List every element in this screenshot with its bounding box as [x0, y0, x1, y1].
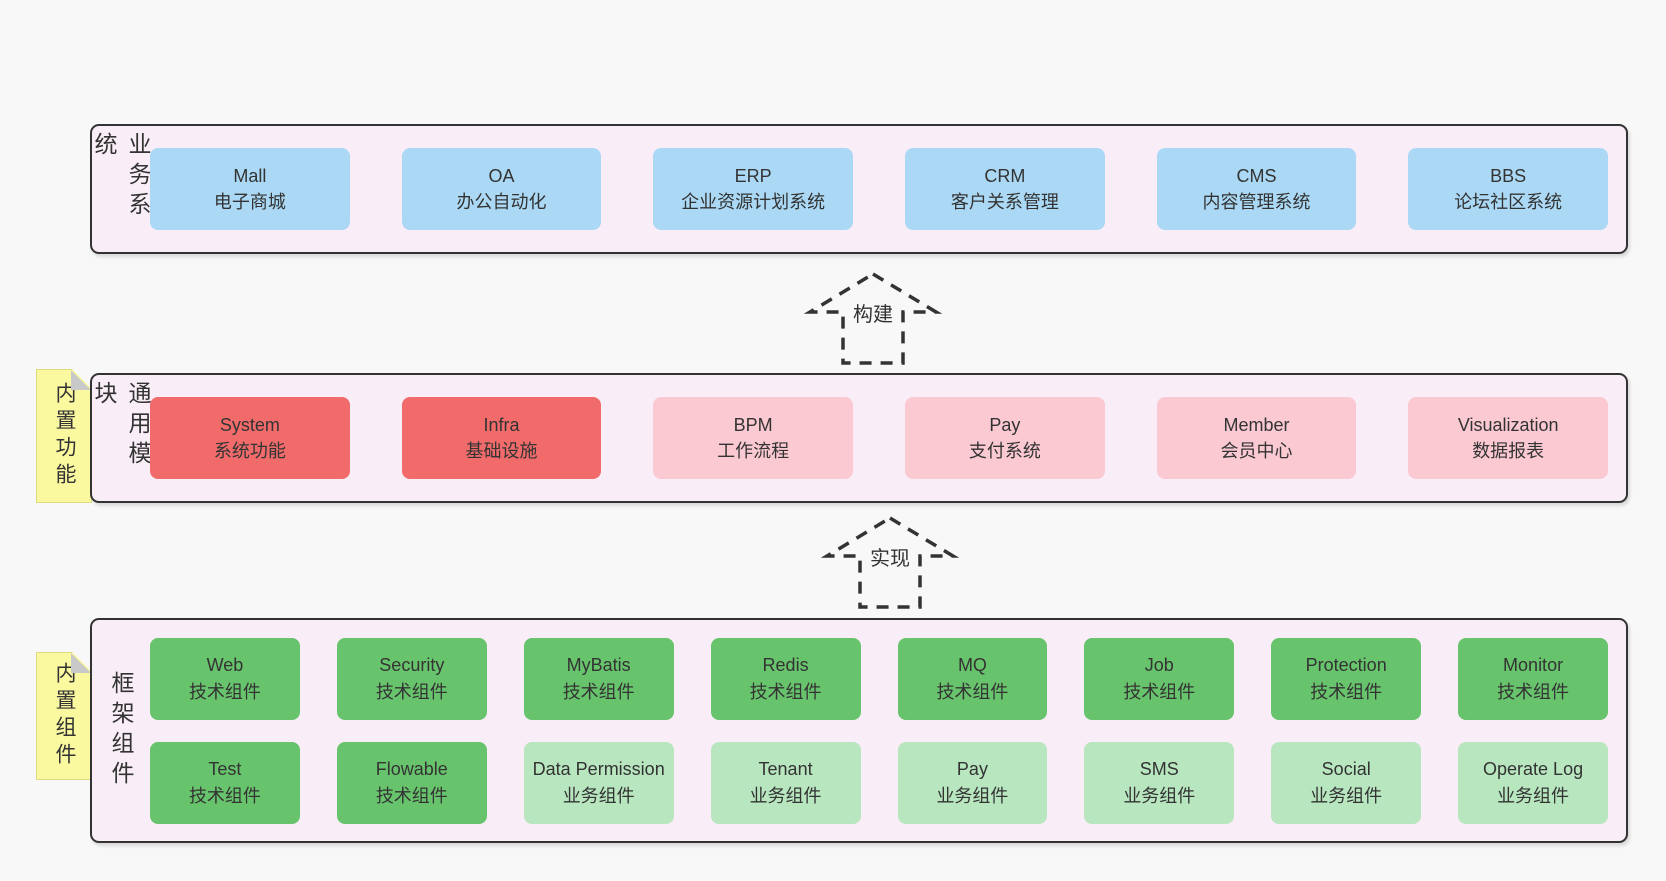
implement-arrow-label: 实现 — [864, 539, 916, 574]
box-title: Web — [206, 655, 244, 676]
box-mq: MQ 技术组件 — [897, 637, 1048, 720]
box-subtitle: 技术组件 — [1497, 681, 1570, 702]
box-sms: SMS 业务组件 — [1084, 741, 1235, 824]
box-subtitle: 技术组件 — [562, 681, 635, 702]
box-subtitle: 系统功能 — [213, 441, 286, 461]
up-arrow-icon — [820, 515, 960, 609]
box-title: ERP — [734, 165, 772, 186]
box-cms: CMS 内容管理系统 — [1156, 148, 1357, 230]
box-subtitle: 数据报表 — [1472, 441, 1545, 461]
box-crm: CRM 客户关系管理 — [905, 148, 1105, 230]
box-title: CMS — [1236, 165, 1277, 186]
box-title: BPM — [733, 414, 773, 435]
box-test: Test 技术组件 — [150, 741, 300, 824]
box-title: SMS — [1139, 759, 1179, 780]
box-title: MyBatis — [566, 655, 631, 676]
box-title: Pay — [989, 414, 1021, 435]
layer-framework-components: 框架组件 Web 技术组件 Security 技术组件 MyBatis 技术组件… — [90, 618, 1628, 843]
box-title: CRM — [984, 165, 1026, 186]
box-bpm: BPM 工作流程 — [653, 397, 854, 479]
box-flowable: Flowable 技术组件 — [336, 741, 487, 824]
box-subtitle: 客户关系管理 — [950, 192, 1059, 212]
box-pay: Pay 支付系统 — [905, 397, 1105, 479]
box-social: Social 业务组件 — [1271, 741, 1422, 824]
box-subtitle: 业务组件 — [1123, 785, 1196, 806]
box-visualization: Visualization 数据报表 — [1408, 397, 1609, 479]
box-web: Web 技术组件 — [150, 637, 300, 720]
box-subtitle: 技术组件 — [749, 681, 822, 702]
box-system: System 系统功能 — [150, 397, 350, 479]
box-title: Flowable — [375, 759, 448, 780]
layer-business-systems: 业务系统 Mall 电子商城 OA 办公自动化 ERP 企业资源计划系统 CRM… — [90, 124, 1628, 254]
note-built-in-components: 内置组件 — [36, 652, 92, 780]
box-subtitle: 论坛社区系统 — [1454, 192, 1563, 212]
box-title: Operate Log — [1483, 759, 1584, 780]
box-job: Job 技术组件 — [1084, 637, 1235, 720]
box-subtitle: 支付系统 — [968, 441, 1041, 461]
box-pay-business: Pay 业务组件 — [897, 741, 1048, 824]
box-title: Mall — [233, 165, 267, 186]
box-subtitle: 业务组件 — [936, 785, 1009, 806]
box-redis: Redis 技术组件 — [710, 637, 861, 720]
box-subtitle: 技术组件 — [936, 681, 1009, 702]
box-mall: Mall 电子商城 — [150, 148, 350, 230]
box-subtitle: 办公自动化 — [456, 192, 547, 212]
layer-components-side-label: 框架组件 — [108, 670, 134, 791]
box-subtitle: 企业资源计划系统 — [681, 192, 826, 212]
layer-business-side-label: 业务系统 — [91, 132, 151, 222]
box-title: Protection — [1305, 655, 1387, 676]
layer-common-modules: 通用模块 System 系统功能 Infra 基础设施 BPM 工作流程 Pay… — [90, 373, 1628, 503]
box-title: Visualization — [1457, 414, 1559, 435]
box-title: Infra — [483, 414, 520, 435]
box-member: Member 会员中心 — [1156, 397, 1357, 479]
box-title: Test — [208, 759, 242, 780]
box-title: System — [219, 414, 280, 435]
box-security: Security 技术组件 — [336, 637, 487, 720]
box-subtitle: 技术组件 — [375, 785, 448, 806]
box-title: Security — [379, 655, 445, 676]
box-subtitle: 技术组件 — [375, 681, 448, 702]
box-subtitle: 会员中心 — [1220, 441, 1293, 461]
layer-modules-side-label: 通用模块 — [91, 381, 151, 471]
box-infra: Infra 基础设施 — [401, 397, 602, 479]
box-subtitle: 业务组件 — [1497, 785, 1570, 806]
box-subtitle: 业务组件 — [749, 785, 822, 806]
implement-arrow: 实现 — [820, 514, 960, 612]
box-title: OA — [488, 165, 515, 186]
box-tenant: Tenant 业务组件 — [710, 741, 861, 824]
box-protection: Protection 技术组件 — [1271, 637, 1422, 720]
note-built-in-functions: 内置功能 — [36, 369, 92, 503]
box-data-permission: Data Permission 业务组件 — [523, 741, 674, 824]
box-subtitle: 内容管理系统 — [1202, 192, 1311, 212]
box-mybatis: MyBatis 技术组件 — [523, 637, 674, 720]
up-arrow-icon — [803, 271, 943, 365]
box-title: Job — [1144, 655, 1174, 676]
box-subtitle: 工作流程 — [717, 441, 790, 461]
box-title: Member — [1223, 414, 1290, 435]
box-bbs: BBS 论坛社区系统 — [1408, 148, 1609, 230]
box-monitor: Monitor 技术组件 — [1458, 637, 1608, 720]
box-title: Tenant — [758, 759, 813, 780]
box-subtitle: 电子商城 — [213, 192, 286, 212]
box-subtitle: 技术组件 — [188, 785, 261, 806]
box-title: Data Permission — [532, 759, 665, 780]
box-operate-log: Operate Log 业务组件 — [1458, 741, 1608, 824]
box-subtitle: 业务组件 — [562, 785, 635, 806]
box-erp: ERP 企业资源计划系统 — [653, 148, 854, 230]
box-title: Redis — [762, 655, 809, 676]
box-subtitle: 技术组件 — [1123, 681, 1196, 702]
box-subtitle: 技术组件 — [188, 681, 261, 702]
build-arrow: 构建 — [803, 270, 943, 368]
build-arrow-label: 构建 — [847, 295, 899, 330]
box-oa: OA 办公自动化 — [401, 148, 602, 230]
box-title: BBS — [1490, 165, 1527, 186]
box-subtitle: 技术组件 — [1310, 681, 1383, 702]
box-title: MQ — [957, 655, 987, 676]
box-subtitle: 基础设施 — [465, 441, 538, 461]
box-subtitle: 业务组件 — [1310, 785, 1383, 806]
box-title: Pay — [956, 759, 988, 780]
box-title: Monitor — [1503, 655, 1564, 676]
box-title: Social — [1321, 759, 1371, 780]
